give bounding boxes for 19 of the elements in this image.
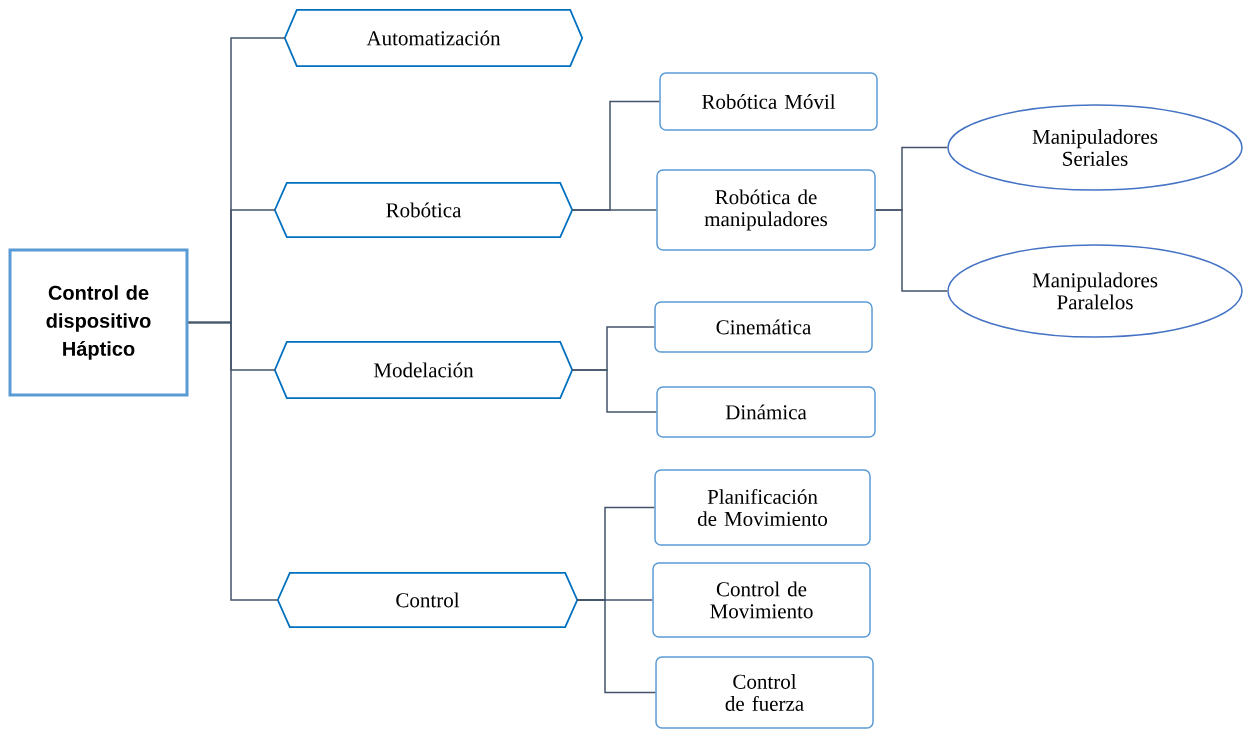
ellipse-node: Manipuladores Paralelos — [947, 244, 1243, 338]
connector-line — [875, 209, 948, 292]
rounded-box: Robótica Móvil — [659, 72, 878, 131]
rounded-box: Control de Movimiento — [652, 562, 871, 638]
rounded-box: Cinemática — [654, 301, 873, 353]
hexagon-box: Modelación — [273, 340, 574, 400]
connector-line — [571, 369, 657, 413]
rounded-box: Planificación de Movimiento — [654, 469, 871, 546]
hexagon-box: Control — [276, 571, 579, 629]
hexagon-box: Automatización — [283, 8, 584, 68]
rounded-box: Control de fuerza — [655, 656, 874, 729]
connector-line — [576, 599, 656, 694]
connector-line — [571, 209, 657, 211]
hexagon-box: Robótica — [273, 181, 574, 239]
ellipse-node: Manipuladores Seriales — [947, 104, 1243, 191]
rounded-box: Robótica de manipuladores — [656, 169, 876, 251]
rounded-box: Dinámica — [656, 386, 876, 438]
connector-line — [187, 321, 279, 601]
root-box: Control de dispositivo Háptico — [8, 248, 189, 397]
